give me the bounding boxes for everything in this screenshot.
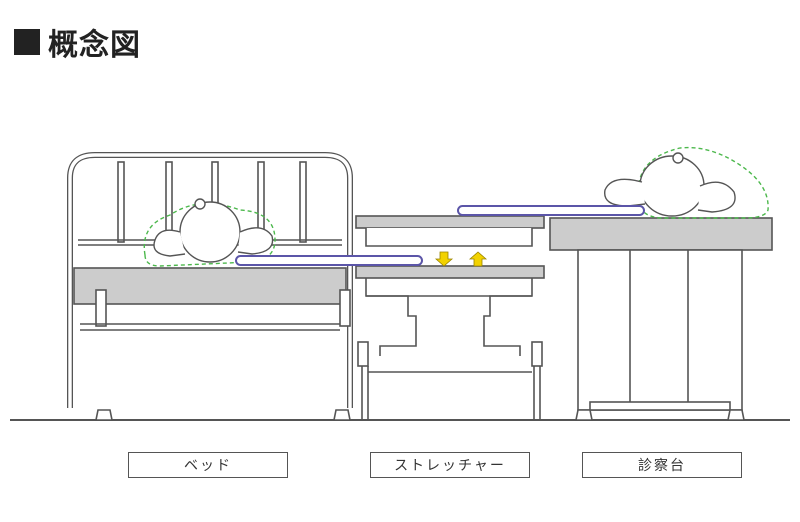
stretcher	[355, 215, 545, 420]
up-arrow-icon	[468, 251, 488, 267]
page-title: 概念図	[48, 28, 141, 63]
slide-boards	[235, 205, 645, 266]
label-stretcher: ストレッチャー	[370, 452, 530, 478]
patient-outline-dashed	[637, 146, 769, 219]
patient-outline-dashed	[143, 202, 276, 267]
slide-board-upper	[457, 205, 645, 216]
stretcher-top-raised	[355, 215, 545, 229]
bed-mattress	[73, 267, 347, 305]
lift-arrows	[434, 251, 488, 267]
bed	[67, 152, 353, 421]
patient-on-exam-table	[604, 146, 769, 219]
slide-board-lower	[235, 255, 423, 266]
exam-table	[549, 217, 773, 421]
label-bed: ベッド	[128, 452, 288, 478]
down-arrow-icon	[434, 251, 454, 267]
label-exam-table: 診察台	[582, 452, 742, 478]
patient-on-bed	[143, 198, 276, 267]
stretcher-top-lowered	[355, 265, 545, 279]
exam-table-top	[549, 217, 773, 251]
title-area: 概念図	[14, 20, 141, 64]
title-square-icon	[14, 29, 40, 55]
